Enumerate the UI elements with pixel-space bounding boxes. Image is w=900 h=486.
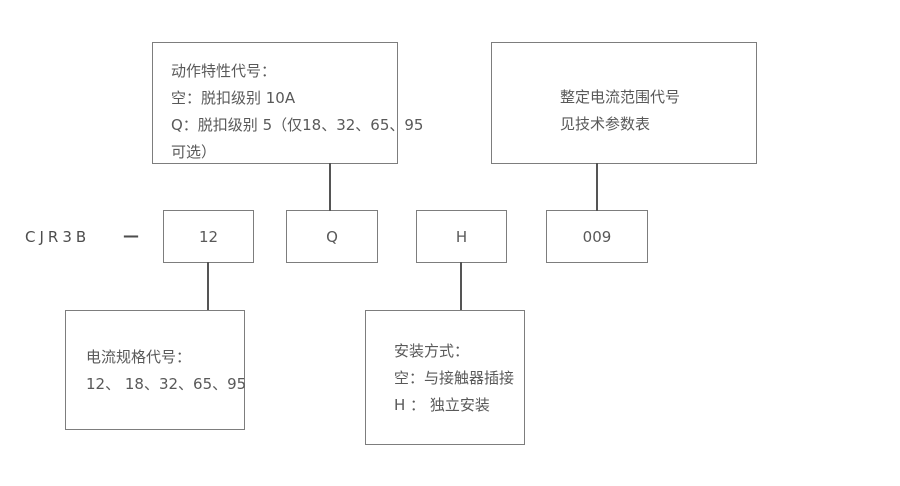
note-line: 动作特性代号：: [171, 62, 277, 80]
connector-line-trip-class: [329, 163, 331, 211]
note-line: 可选）: [171, 143, 217, 161]
dash-separator: —: [123, 226, 139, 245]
code-box-setting-range: 009: [546, 210, 648, 263]
note-line: H ： 独立安装: [394, 396, 490, 414]
connector-line-setting-range: [596, 163, 598, 211]
note-action-characteristic: 动作特性代号： 空：脱扣级别 10A Q：脱扣级别 5（仅18、32、65、95…: [152, 42, 424, 164]
code-box-mounting: H: [416, 210, 507, 263]
note-line: 12、 18、32、65、95: [86, 375, 247, 393]
note-line: 电流规格代号：: [86, 348, 192, 366]
code-box-trip-class: Q: [286, 210, 378, 263]
connector-line-mounting: [460, 262, 462, 311]
model-prefix-label: CJR3B: [25, 228, 91, 246]
code-box-current-spec: 12: [163, 210, 254, 263]
note-line: Q：脱扣级别 5（仅18、32、65、95: [171, 116, 424, 134]
code-value: H: [455, 227, 468, 246]
note-setting-current-range: 整定电流范围代号 见技术参数表: [491, 42, 757, 164]
code-value: 12: [198, 227, 219, 246]
note-line: 整定电流范围代号: [560, 88, 681, 106]
connector-line-current-spec: [207, 262, 209, 311]
note-mounting-method: 安装方式： 空：与接触器插接 H ： 独立安装: [365, 310, 525, 445]
note-line: 空：与接触器插接: [394, 369, 515, 387]
note-line: 见技术参数表: [560, 115, 651, 133]
note-line: 空：脱扣级别 10A: [171, 89, 296, 107]
note-line: 安装方式：: [394, 342, 470, 360]
note-current-spec: 电流规格代号： 12、 18、32、65、95: [65, 310, 247, 430]
code-value: Q: [326, 227, 338, 246]
code-value: 009: [582, 227, 612, 246]
